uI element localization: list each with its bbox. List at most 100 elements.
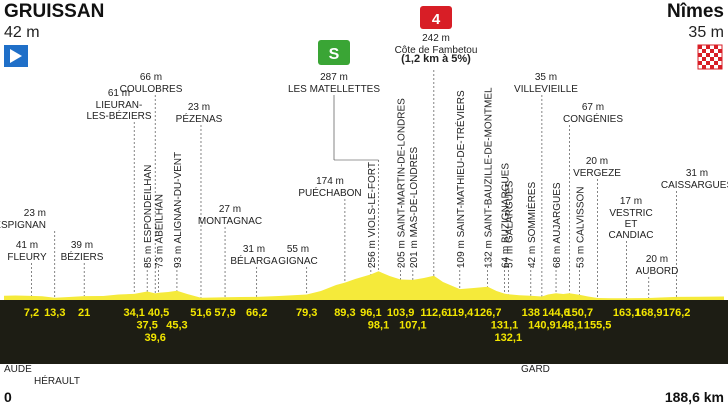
waypoint-label: 57 m GALARGUES xyxy=(504,180,515,268)
flag-square xyxy=(710,65,714,69)
waypoint-name: CANDIAC xyxy=(608,230,653,241)
waypoint-altitude: 23 m xyxy=(24,208,46,219)
flag-square xyxy=(706,65,710,69)
km-label: 140,9 xyxy=(528,320,556,332)
axis-end: 188,6 km xyxy=(665,389,724,405)
km-label: 45,3 xyxy=(166,320,187,332)
flag-square xyxy=(706,57,710,61)
waypoint-name: MONTAGNAC xyxy=(198,216,262,227)
waypoint-altitude: 61 m xyxy=(108,88,130,99)
waypoint-altitude: 39 m xyxy=(71,240,93,251)
climb-info: (1,2 km à 5%) xyxy=(401,53,471,65)
waypoint-label: 132 m SAINT-BAUZILLE-DE-MONTMEL xyxy=(484,87,495,268)
climb-badge-category: 4 xyxy=(432,11,441,28)
waypoint-altitude: 242 m xyxy=(422,33,450,44)
flag-square xyxy=(714,49,718,53)
flag-square xyxy=(710,53,714,57)
flag-square xyxy=(710,49,714,53)
finish-altitude: 35 m xyxy=(688,24,724,41)
flag-square xyxy=(702,49,706,53)
waypoint-altitude: 20 m xyxy=(586,156,608,167)
km-label: 155,5 xyxy=(584,320,612,332)
region-label: AUDE xyxy=(4,364,32,375)
flag-square xyxy=(718,65,722,69)
km-label: 79,3 xyxy=(296,307,317,319)
start-altitude: 42 m xyxy=(4,24,40,41)
km-label: 176,2 xyxy=(663,307,691,319)
guide-lines xyxy=(31,70,677,299)
km-label: 138 xyxy=(522,307,540,319)
waypoint-name: GIGNAC xyxy=(278,256,317,267)
finish-town: Nîmes xyxy=(667,1,724,22)
axis-start: 0 xyxy=(4,389,12,405)
flag-square xyxy=(702,65,706,69)
waypoint-name: BÉLARGA xyxy=(230,254,278,267)
km-label: 66,2 xyxy=(246,307,267,319)
flag-square xyxy=(714,45,718,49)
waypoint-altitude: 174 m xyxy=(316,176,344,187)
km-label: 150,7 xyxy=(566,307,594,319)
flag-square xyxy=(698,45,702,49)
km-label: 112,6 xyxy=(420,307,447,319)
waypoint-name: COULOBRES xyxy=(120,84,183,95)
waypoint-altitude: 66 m xyxy=(140,72,162,83)
waypoint-altitude: 41 m xyxy=(16,240,38,251)
waypoint-altitude: 67 m xyxy=(582,102,604,113)
km-label: 144,6 xyxy=(542,307,570,319)
finish-flag-icon xyxy=(697,44,723,70)
flag-square xyxy=(714,53,718,57)
waypoint-label: 64 m BUZIGNARGUES xyxy=(500,163,511,268)
waypoint-name: CAISSARGUES xyxy=(661,180,728,191)
waypoint-altitude: 287 m xyxy=(320,72,348,83)
km-label: 126,7 xyxy=(474,307,502,319)
flag-square xyxy=(714,57,718,61)
flag-square xyxy=(702,61,706,65)
sprint-badge-letter: S xyxy=(329,46,340,63)
km-label: 7,2 xyxy=(24,307,39,319)
km-label: 51,6 xyxy=(190,307,211,319)
waypoint-label: 256 m VIOLS-LE-FORT xyxy=(367,162,378,268)
km-label: 21 xyxy=(78,307,90,319)
waypoint-name: LES MATELLETTES xyxy=(288,84,380,95)
flag-square xyxy=(702,57,706,61)
waypoint-name: ET xyxy=(625,219,638,230)
km-label: 103,9 xyxy=(387,307,415,319)
waypoint-name: BÉZIERS xyxy=(61,250,104,263)
sprint-icon: S xyxy=(318,40,350,65)
waypoint-label: 93 m ALIGNAN-DU-VENT xyxy=(173,152,184,268)
waypoint-name: AUBORD xyxy=(636,266,679,277)
km-label: 163,1 xyxy=(613,307,641,319)
flag-square xyxy=(718,61,722,65)
flag-square xyxy=(698,53,702,57)
start-town: GRUISSAN xyxy=(4,1,104,22)
waypoint-name: Côte de Fambetou xyxy=(395,45,478,56)
waypoint-label: 109 m SAINT-MATHIEU-DE-TRÉVIERS xyxy=(454,90,467,268)
waypoint-label: 68 m AUJARGUES xyxy=(552,182,563,268)
flag-square xyxy=(698,49,702,53)
km-label: 37,5 xyxy=(136,320,157,332)
region-label: HÉRAULT xyxy=(34,374,80,387)
waypoint-label: 42 m SOMMIÈRES xyxy=(525,182,538,268)
flag-square xyxy=(706,53,710,57)
km-label: 39,6 xyxy=(144,332,165,344)
waypoint-name: PÉZENAS xyxy=(176,112,223,125)
region-label: GARD xyxy=(521,364,550,375)
km-label: 107,1 xyxy=(399,320,427,332)
flag-square xyxy=(706,49,710,53)
waypoint-name: FLEURY xyxy=(7,252,47,263)
profile-area xyxy=(4,271,724,300)
flag-square xyxy=(706,61,710,65)
waypoint-label: 85 m ESPONDEILHAN xyxy=(143,165,154,268)
km-label: 132,1 xyxy=(495,332,523,344)
waypoint-altitude: 27 m xyxy=(219,204,241,215)
waypoint-altitude: 55 m xyxy=(287,244,309,255)
flag-square xyxy=(718,53,722,57)
waypoint-name: VERGEZE xyxy=(573,168,621,179)
km-label: 13,3 xyxy=(44,307,65,319)
km-band xyxy=(0,300,728,364)
waypoint-label: 53 m CALVISSON xyxy=(575,186,586,268)
km-label: 131,1 xyxy=(491,320,519,332)
